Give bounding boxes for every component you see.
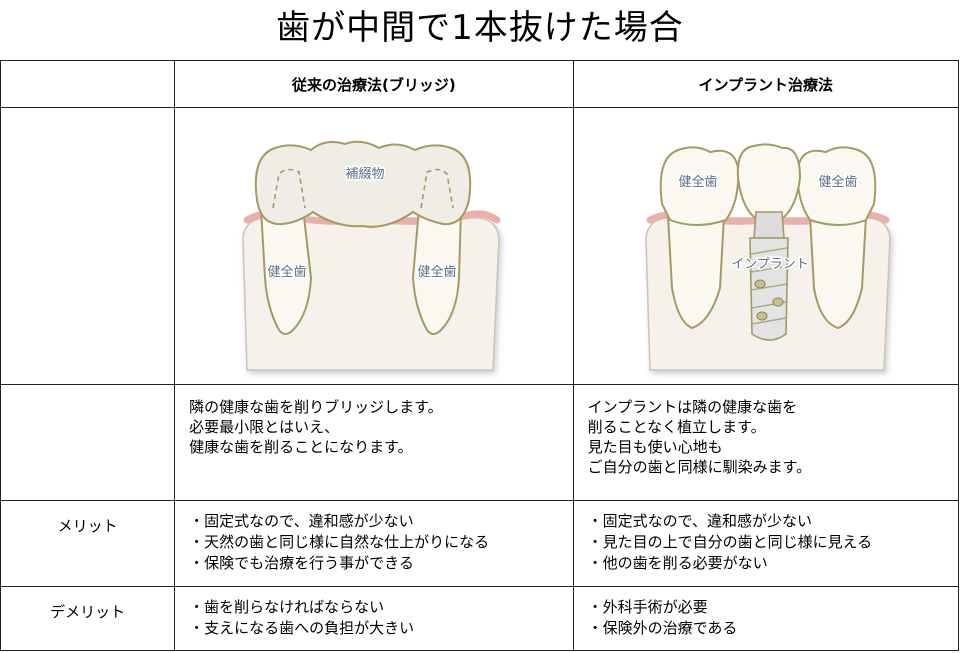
comparison-table: 従来の治療法(ブリッジ) インプラント治療法 [0, 60, 960, 651]
list-item: ・他の歯を削る必要がない [587, 554, 768, 572]
label-healthy-tooth-left: 健全歯 [268, 264, 307, 280]
list-item: ・固定式なので、違和感が少ない [189, 512, 414, 530]
implant-description: インプラントは隣の健康な歯を 削ることなく植立します。 見た目も使い心地も ご自… [572, 384, 960, 501]
text-line: 見た目も使い心地も [587, 438, 723, 456]
description-row: 隣の健康な歯を削りブリッジします。 必要最小限とはいえ、 健康な歯を削ることにな… [0, 384, 960, 501]
demerit-label: デメリット [0, 586, 176, 651]
list-item: ・支えになる歯への負担が大きい [189, 619, 415, 637]
natural-tooth-right-crown [796, 146, 876, 226]
list-item: ・保険でも治療を行う事ができる [189, 554, 414, 572]
label-healthy-tooth-left: 健全歯 [678, 174, 717, 190]
implant-diagram-cell: 健全歯 健全歯 インプラント [572, 107, 960, 385]
header-bridge: 従来の治療法(ブリッジ) [174, 60, 574, 108]
demerit-row: デメリット ・歯を削らなければならない ・支えになる歯への負担が大きい ・外科手… [0, 586, 960, 651]
text-line: 健康な歯を削ることになります。 [189, 438, 413, 456]
natural-tooth-right-root [808, 215, 867, 330]
label-healthy-tooth-right: 健全歯 [818, 174, 857, 190]
list-item: ・天然の歯と同じ様に自然な仕上がりになる [189, 533, 490, 551]
list-item: ・見た目の上で自分の歯と同じ様に見える [587, 533, 873, 551]
text-line: ご自分の歯と同様に馴染みます。 [587, 458, 812, 476]
bridge-crown [254, 140, 472, 228]
bridge-demerits: ・歯を削らなければならない ・支えになる歯への負担が大きい [174, 586, 574, 651]
merit-row: メリット ・固定式なので、違和感が少ない ・天然の歯と同じ様に自然な仕上がりにな… [0, 500, 960, 587]
bridge-diagram: 補綴物 健全歯 健全歯 [242, 140, 501, 371]
implant-demerits: ・外科手術が必要 ・保険外の治療である [572, 586, 960, 651]
abutment-tooth-right [412, 207, 463, 335]
prepared-tooth-right [420, 168, 454, 209]
implant-diagram: 健全歯 健全歯 インプラント [644, 143, 891, 371]
prepared-tooth-left [272, 168, 306, 209]
implant-holes [754, 279, 784, 321]
diagram-label-cell [0, 107, 176, 385]
header-row: 従来の治療法(ブリッジ) インプラント治療法 [0, 60, 960, 108]
list-item: ・外科手術が必要 [587, 598, 708, 616]
label-healthy-tooth-right: 健全歯 [418, 264, 457, 280]
label-prosthesis: 補綴物 [346, 167, 385, 182]
merit-label: メリット [0, 500, 176, 587]
bridge-description: 隣の健康な歯を削りブリッジします。 必要最小限とはいえ、 健康な歯を削ることにな… [174, 384, 574, 501]
natural-tooth-left-root [666, 215, 725, 330]
corner-cell [0, 60, 176, 108]
implant-merits: ・固定式なので、違和感が少ない ・見た目の上で自分の歯と同じ様に見える ・他の歯… [572, 500, 960, 587]
abutment-tooth-left [260, 207, 313, 335]
label-implant: インプラント [731, 257, 809, 272]
text-line: 必要最小限とはいえ、 [189, 418, 340, 436]
text-line: 削ることなく植立します。 [587, 418, 766, 436]
description-label-cell [0, 384, 176, 501]
diagram-row: 補綴物 健全歯 健全歯 [0, 107, 960, 385]
header-implant: インプラント治療法 [572, 60, 960, 108]
page-title: 歯が中間で1本抜けた場合 [276, 8, 684, 48]
implant-abutment [752, 211, 785, 239]
bridge-merits: ・固定式なので、違和感が少ない ・天然の歯と同じ様に自然な仕上がりになる ・保険… [174, 500, 574, 587]
list-item: ・歯を削らなければならない [189, 598, 385, 616]
list-item: ・保険外の治療である [587, 619, 738, 637]
implant-crown [736, 143, 801, 223]
text-line: 隣の健康な歯を削りブリッジします。 [189, 398, 443, 416]
list-item: ・固定式なので、違和感が少ない [587, 512, 812, 530]
natural-tooth-left-crown [659, 146, 739, 226]
bridge-diagram-cell: 補綴物 健全歯 健全歯 [174, 107, 574, 385]
text-line: インプラントは隣の健康な歯を [587, 398, 798, 416]
